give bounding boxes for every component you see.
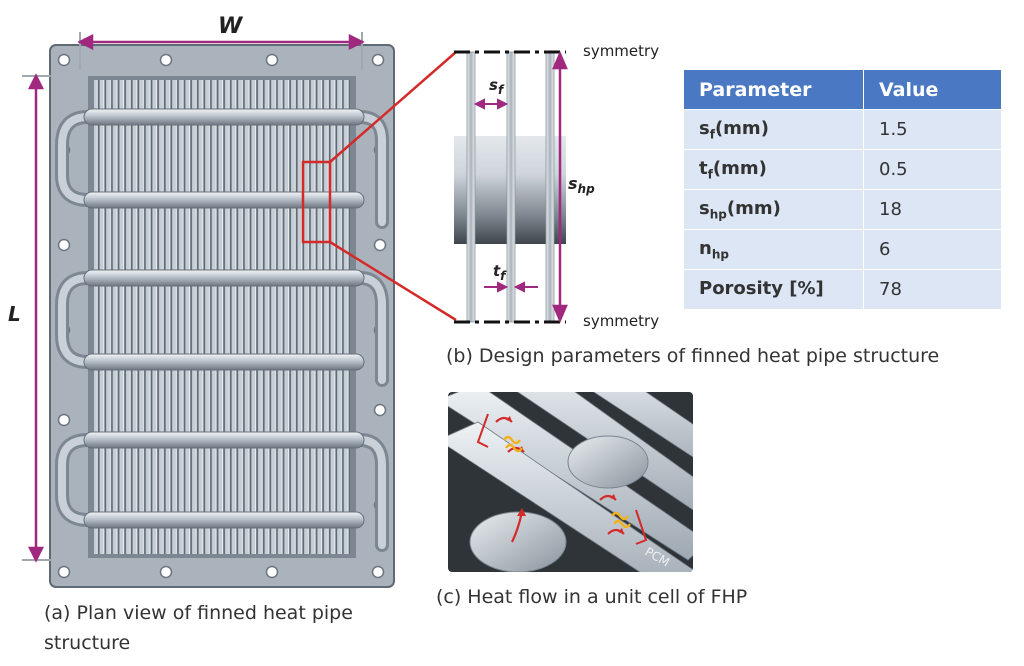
zoom-region-box (301, 160, 332, 244)
table-row: Porosity [%] 78 (683, 269, 1002, 310)
table-row: sf(mm) 1.5 (683, 109, 1002, 150)
param-name: tf(mm) (683, 149, 864, 190)
param-name: sf(mm) (683, 109, 864, 150)
param-name: Porosity [%] (683, 269, 864, 310)
width-label: W (218, 14, 243, 39)
heat-pipes (83, 108, 365, 529)
fin-middle (506, 51, 516, 323)
param-value: 6 (863, 229, 1002, 270)
header-parameter: Parameter (683, 69, 864, 110)
param-name: shp(mm) (683, 189, 864, 230)
sf-dimension (473, 98, 509, 110)
caption-a-line1: (a) Plan view of finned heat pipe (44, 602, 353, 624)
zoom-connector-lines (329, 51, 457, 322)
pcm-brackets (476, 413, 648, 545)
sf-label: sf (489, 76, 504, 97)
detail-diagram (454, 50, 568, 324)
heat-wave-icons (503, 435, 631, 529)
fin-left (466, 51, 476, 323)
param-value: 78 (863, 269, 1002, 310)
caption-b: (b) Design parameters of finned heat pip… (446, 345, 940, 367)
header-value: Value (863, 69, 1002, 110)
tf-label: tf (493, 262, 506, 283)
param-value: 1.5 (863, 109, 1002, 150)
caption-a-line2: structure (44, 632, 131, 654)
fin-array (94, 80, 350, 554)
param-name: nhp (683, 229, 864, 270)
width-dimension (77, 32, 365, 70)
pipe-cylinders (469, 435, 649, 572)
tf-dimension (484, 281, 538, 293)
fin-right (545, 51, 555, 323)
length-label: L (8, 302, 21, 326)
table-row: tf(mm) 0.5 (683, 149, 1002, 190)
length-dimension (22, 73, 52, 563)
param-value: 18 (863, 189, 1002, 230)
table-header-row: Parameter Value (683, 69, 1002, 110)
caption-c: (c) Heat flow in a unit cell of FHP (436, 586, 748, 608)
table-row: nhp 6 (683, 229, 1002, 270)
table-row: shp(mm) 18 (683, 189, 1002, 230)
shp-dimension (552, 50, 568, 324)
symmetry-label-bottom: symmetry (583, 312, 660, 330)
plan-view-diagram (22, 32, 395, 588)
symmetry-label-top: symmetry (583, 42, 660, 60)
param-value: 0.5 (863, 149, 1002, 190)
shp-label: shp (568, 174, 595, 197)
parameter-table: Parameter Value sf(mm) 1.5 tf(mm) 0.5 sh… (683, 69, 1002, 310)
unit-cell-diagram: PCM (448, 392, 693, 572)
